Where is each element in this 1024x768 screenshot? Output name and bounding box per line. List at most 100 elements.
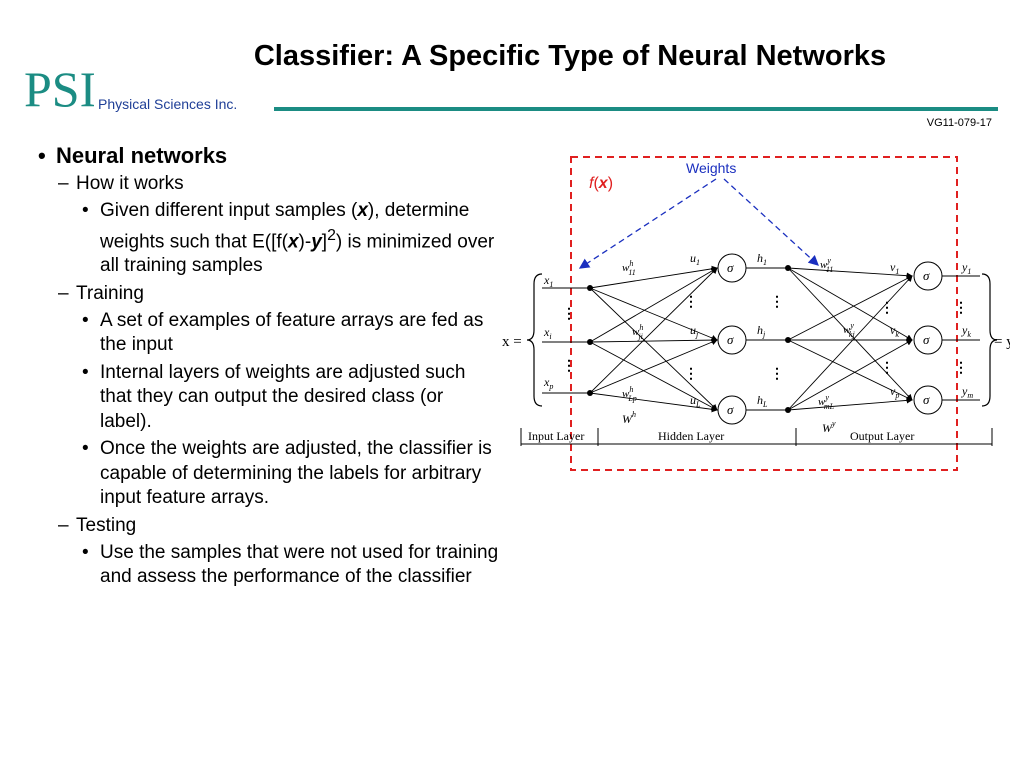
- svg-text:σ: σ: [727, 260, 734, 275]
- svg-text:⋮: ⋮: [954, 301, 968, 316]
- weight-matrix-wh: Wh: [622, 410, 636, 426]
- hidden-connections: [589, 265, 718, 413]
- layer-output: Output Layer: [850, 429, 914, 443]
- svg-text:σ: σ: [923, 268, 930, 283]
- weight-matrix-wy: Wy: [822, 419, 836, 435]
- output-vk: vk: [890, 323, 899, 339]
- left-brace: [526, 273, 543, 407]
- svg-text:⋮: ⋮: [770, 367, 784, 382]
- header-rule: [274, 107, 998, 111]
- bullet-text: Once the weights are adjusted, the class…: [100, 438, 492, 509]
- dash-marker: –: [58, 173, 69, 194]
- svg-text:⋮: ⋮: [562, 307, 576, 322]
- bullet-dot: •: [82, 309, 89, 331]
- svg-text:σ: σ: [727, 402, 734, 417]
- logo-text: PSI: [24, 62, 94, 112]
- output-v1: v1: [890, 260, 899, 276]
- item-training-3: • Once the weights are adjusted, the cla…: [30, 437, 500, 511]
- hidden-out-lines: [746, 267, 788, 411]
- item-testing-1: • Use the samples that were not used for…: [30, 541, 500, 590]
- superscript: 2: [327, 226, 336, 244]
- var-x: x: [357, 200, 368, 221]
- input-xi: xi: [543, 325, 552, 341]
- text-part: )-: [298, 230, 312, 252]
- output-connections: [787, 267, 913, 411]
- hidden-uj: uj: [690, 323, 699, 339]
- bullet-text: Neural networks: [56, 143, 228, 168]
- right-brace: [981, 273, 998, 407]
- hidden-hj: hj: [757, 323, 766, 339]
- hidden-uL: uL: [690, 393, 701, 409]
- hidden-hL: hL: [757, 393, 768, 409]
- svg-text:⋮: ⋮: [562, 359, 576, 374]
- item-training-2: • Internal layers of weights are adjuste…: [30, 361, 500, 435]
- bullet-text: A set of examples of feature arrays are …: [100, 309, 484, 356]
- bullet-neural-networks: • Neural networks: [30, 142, 500, 170]
- item-given-inputs: • Given different input samples (x), det…: [30, 199, 500, 279]
- text-part: ), determine weights such that E([f(: [100, 200, 470, 252]
- svg-text:σ: σ: [923, 332, 930, 347]
- text-part: ]: [321, 230, 328, 252]
- sub-bullet-how-it-works: – How it works: [30, 172, 500, 196]
- svg-text:⋮: ⋮: [770, 295, 784, 310]
- input-x1: x1: [543, 273, 553, 289]
- item-training-1: • A set of examples of feature arrays ar…: [30, 309, 500, 358]
- svg-text:σ: σ: [727, 332, 734, 347]
- output-sigma-labels: σ σ σ: [923, 268, 930, 407]
- bullet-list: • Neural networks – How it works • Given…: [30, 142, 500, 593]
- bullet-dot: •: [82, 361, 89, 383]
- weights-label: Weights: [686, 160, 737, 176]
- fx-dashed-box: [570, 156, 958, 471]
- bullet-dot: •: [38, 143, 46, 168]
- output-y1: y1: [961, 260, 971, 276]
- psi-logo: PSI: [24, 62, 94, 112]
- bullet-text: Internal layers of weights are adjusted …: [100, 361, 466, 432]
- bullet-text: Use the samples that were not used for t…: [100, 541, 499, 588]
- svg-text:σ: σ: [923, 392, 930, 407]
- var-y: y: [311, 230, 322, 252]
- input-dots: ⋮⋮: [562, 307, 576, 374]
- document-id: VG11-079-17: [926, 117, 992, 129]
- output-lines: [942, 275, 980, 401]
- slide-title: Classifier: A Specific Type of Neural Ne…: [253, 40, 887, 72]
- equals-y-label: = y: [994, 334, 1010, 350]
- output-dots: ⋮⋮: [954, 301, 968, 376]
- output-in-dots: ⋮⋮: [880, 301, 894, 376]
- hidden-u1: u1: [690, 251, 700, 267]
- layer-hidden: Hidden Layer: [658, 429, 724, 443]
- svg-text:⋮: ⋮: [954, 361, 968, 376]
- bullet-text: Training: [76, 282, 144, 304]
- dash-marker: –: [58, 282, 69, 304]
- hidden-out-dots: ⋮⋮: [770, 295, 784, 382]
- bullet-dot: •: [82, 200, 89, 221]
- svg-text:⋮: ⋮: [880, 301, 894, 316]
- hidden-h1: h1: [757, 251, 767, 267]
- layer-dividers: [520, 428, 993, 446]
- bullet-dot: •: [82, 541, 89, 563]
- bullet-text: How it works: [76, 173, 184, 194]
- sub-bullet-training: – Training: [30, 282, 500, 306]
- svg-text:⋮: ⋮: [880, 361, 894, 376]
- layer-input: Input Layer: [528, 429, 584, 443]
- svg-text:⋮: ⋮: [684, 295, 698, 310]
- text-part: ) is minimized over all training samples: [100, 230, 495, 277]
- text-part: Given different input samples (: [100, 200, 358, 221]
- bullet-text: Testing: [76, 514, 137, 536]
- bullet-dot: •: [82, 438, 89, 460]
- input-lines: [542, 287, 590, 394]
- var-x: x: [287, 230, 299, 252]
- fx-label: f(x): [589, 175, 614, 192]
- output-ym: ym: [961, 384, 973, 400]
- dash-marker: –: [58, 514, 69, 536]
- sub-bullet-testing: – Testing: [30, 514, 500, 538]
- company-name: Physical Sciences Inc.: [98, 96, 238, 112]
- output-yk: yk: [961, 323, 971, 339]
- hidden-in-dots: ⋮⋮: [684, 295, 698, 382]
